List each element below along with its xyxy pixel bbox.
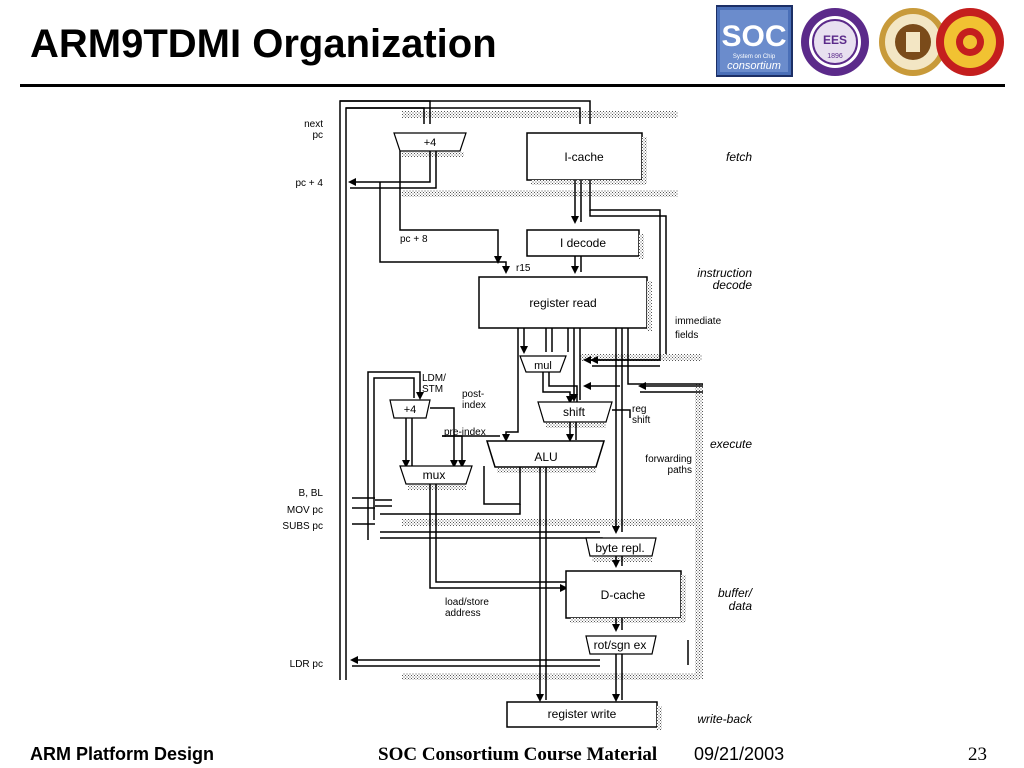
label-pre-index: pre-index: [444, 427, 486, 438]
byte-repl-label: byte repl.: [595, 541, 644, 555]
rot-sgn-label: rot/sgn ex: [594, 638, 647, 652]
stage-write-back: write-back: [697, 712, 753, 726]
label-stm: STM: [422, 384, 443, 395]
alu-mux-outputs: [352, 466, 603, 702]
alu-label: ALU: [534, 450, 557, 464]
rot-sgn-block: rot/sgn ex: [585, 635, 657, 655]
idecode-block: I decode: [526, 229, 644, 259]
plus4-top-adder: +4: [393, 132, 467, 157]
regread-outputs: [502, 328, 703, 534]
forwarding-path: [583, 382, 703, 393]
stage-labels: fetch instruction decode execute buffer/…: [697, 150, 753, 726]
signal-labels: next pc pc + 4 pc + 8 r15 immediate fiel…: [282, 119, 721, 670]
label-pc-plus-8: pc + 8: [400, 234, 428, 245]
ees-seal-logo: EES 1896: [801, 8, 869, 76]
title-divider: [20, 84, 1005, 87]
ees-logo-year: 1896: [827, 53, 843, 60]
label-reg-shift: shift: [632, 415, 651, 426]
shift-to-alu: [566, 409, 631, 442]
soc-logo-tagline: System on Chip: [733, 54, 776, 60]
dcache-to-rot: [612, 618, 623, 632]
label-address: address: [445, 608, 481, 619]
shift-block: shift: [537, 401, 613, 428]
stage-fetch: fetch: [726, 150, 752, 164]
label-pc: pc: [312, 130, 323, 141]
icache-block: I-cache: [526, 132, 647, 185]
label-paths: paths: [668, 465, 692, 476]
byte-repl-to-dcache: [612, 556, 623, 568]
stage-buffer: buffer/: [718, 586, 754, 600]
stage-decode: decode: [713, 278, 753, 292]
university-seal-logo: [879, 8, 947, 76]
label-load-store: load/store: [445, 597, 489, 608]
page-title: ARM9TDMI Organization: [30, 22, 497, 66]
label-mov-pc: MOV pc: [287, 505, 323, 516]
register-read-label: register read: [529, 296, 596, 310]
soc-logo-text: SOC: [721, 20, 786, 53]
stage-execute: execute: [710, 437, 752, 451]
label-ldm: LDM/: [422, 373, 446, 384]
mux-label: mux: [423, 468, 446, 482]
icache-label: I-cache: [564, 150, 604, 164]
university-seal-logo-red: [936, 8, 1004, 76]
mul-block: mul: [519, 355, 567, 373]
label-forwarding: forwarding: [645, 454, 692, 465]
plus4-mid-label: +4: [404, 404, 417, 416]
mux-block: mux: [399, 465, 473, 490]
label-ldr-pc: LDR pc: [290, 659, 323, 670]
label-immediate: immediate: [675, 316, 722, 327]
label-next: next: [304, 119, 323, 130]
immediate-fields-path: [590, 356, 660, 367]
footer-material: SOC Consortium Course Material: [378, 744, 658, 765]
page-number: 23: [968, 744, 987, 765]
label-reg: reg: [632, 404, 646, 415]
idecode-to-regread: [571, 256, 582, 274]
rot-outputs: [350, 640, 689, 702]
plus4-top-label: +4: [424, 137, 437, 149]
byte-repl-block: byte repl.: [585, 537, 657, 562]
stage-separators: [402, 111, 703, 680]
register-write-block: register write: [506, 701, 662, 730]
pc-bus: [339, 100, 591, 680]
dcache-block: D-cache: [565, 570, 686, 623]
soc-consortium-logo: SOC System on Chip consortium: [716, 5, 793, 77]
icache-to-idecode: [571, 180, 667, 364]
register-write-label: register write: [548, 707, 617, 721]
plus4-mid-adder: +4: [389, 399, 431, 419]
logo-strip: SOC System on Chip consortium EES 1896: [716, 5, 1004, 77]
ees-logo-text: EES: [823, 33, 847, 47]
idecode-label: I decode: [560, 236, 606, 250]
pc-plus-4-path: [348, 151, 510, 274]
mul-to-shift: [542, 372, 578, 404]
label-b-bl: B, BL: [299, 488, 324, 499]
label-index: index: [462, 400, 486, 411]
footer-date: 09/21/2003: [694, 744, 785, 764]
label-subs-pc: SUBS pc: [282, 521, 323, 532]
mul-label: mul: [534, 360, 552, 372]
stage-data: data: [729, 599, 753, 613]
register-read-block: register read: [478, 276, 652, 331]
ldm-stm-paths: [367, 371, 500, 540]
dcache-label: D-cache: [601, 588, 646, 602]
label-fields: fields: [675, 330, 698, 341]
label-pc-plus-4: pc + 4: [295, 178, 323, 189]
soc-logo-sub: consortium: [727, 60, 781, 72]
stage-instruction: instruction: [697, 266, 752, 280]
label-r15: r15: [516, 263, 531, 274]
footer-course: ARM Platform Design: [30, 744, 215, 764]
shift-label: shift: [563, 405, 586, 419]
label-post: post-: [462, 389, 484, 400]
